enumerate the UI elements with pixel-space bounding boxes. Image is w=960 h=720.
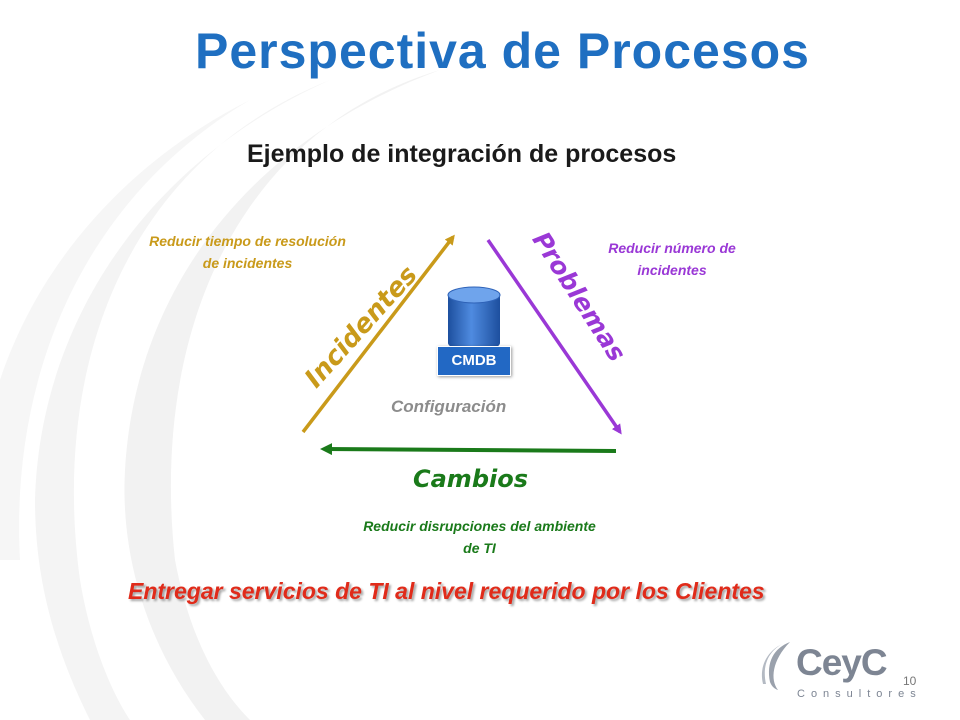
diagram-subtitle: Ejemplo de integración de procesos (247, 140, 677, 168)
cmdb-label: CMDB (437, 346, 511, 376)
logo-subtitle: Consultores (797, 688, 922, 700)
database-cylinder-icon (447, 286, 501, 351)
incidentes-note: Reducir tiempo de resolución de incident… (149, 233, 346, 271)
tagline: Entregar servicios de TI al nivel requer… (128, 578, 765, 604)
cambios-note: Reducir disrupciones del ambiente de TI (363, 518, 596, 556)
ceyc-logo-icon (761, 642, 790, 690)
configuracion-label: Configuración (391, 397, 507, 416)
page-number: 10 (903, 674, 917, 688)
problemas-arrow (486, 239, 622, 435)
incidentes-arrow (301, 234, 455, 434)
cambios-arrow (320, 443, 617, 456)
page-title: Perspectiva de Procesos (195, 23, 810, 79)
problemas-note: Reducir número de incidentes (608, 240, 736, 278)
logo-name: CeyC (796, 642, 888, 683)
cambios-label: Cambios (413, 465, 528, 493)
